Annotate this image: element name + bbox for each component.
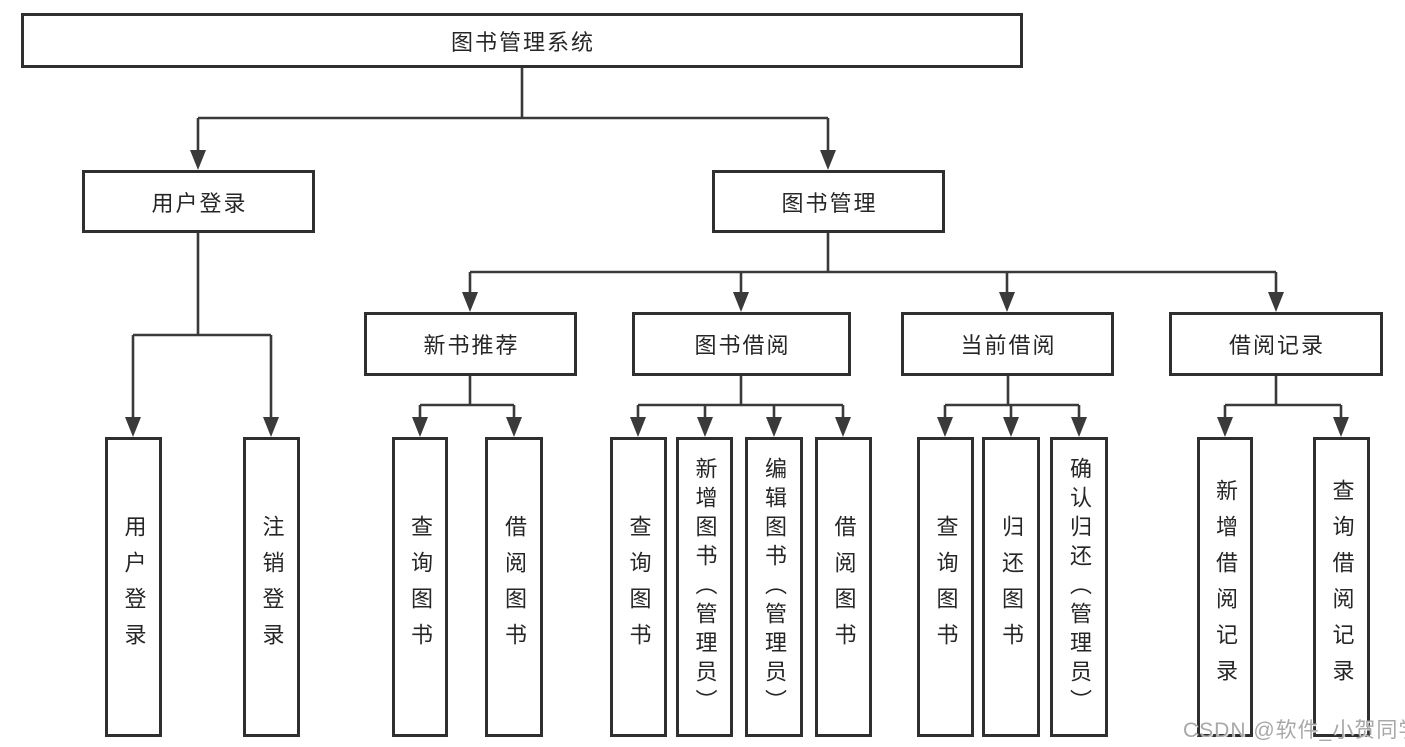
node-borrowing-records-label: 借阅记录: [1228, 333, 1325, 358]
leaf-current-query-book: 查询图书: [917, 437, 974, 737]
node-root: 图书管理系统: [21, 13, 1023, 68]
leaf-recommend-borrow-book: 借阅图书: [485, 437, 543, 737]
leaf-add-borrow-record-label: 新增借阅记录: [1213, 479, 1238, 695]
leaf-logout: 注销登录: [243, 437, 300, 737]
leaf-borrowing-query-book-label: 查询图书: [626, 515, 652, 659]
node-user-login-label: 用户登录: [151, 190, 248, 216]
leaf-return-book-label: 归还图书: [999, 515, 1024, 659]
leaf-confirm-return-admin: 确认归还（管理员）: [1050, 437, 1108, 737]
csdn-watermark: CSDN @软件_小贺同学: [1183, 719, 1405, 742]
leaf-logout-label: 注销登录: [259, 515, 285, 659]
leaf-current-query-book-label: 查询图书: [933, 515, 959, 659]
node-book-borrowing: 图书借阅: [632, 312, 851, 376]
leaf-query-borrow-record-label: 查询借阅记录: [1329, 479, 1355, 695]
node-current-borrowing-label: 当前借阅: [960, 333, 1057, 358]
node-root-label: 图书管理系统: [450, 29, 595, 55]
leaf-add-borrow-record: 新增借阅记录: [1197, 437, 1253, 737]
leaf-return-book: 归还图书: [982, 437, 1040, 737]
leaf-recommend-query-book: 查询图书: [392, 437, 448, 737]
node-user-login: 用户登录: [82, 170, 315, 233]
node-book-management: 图书管理: [712, 170, 945, 233]
leaf-add-book-admin: 新增图书（管理员）: [676, 437, 733, 737]
leaf-user-login-label: 用户登录: [121, 515, 147, 659]
leaf-confirm-return-admin-label: 确认归还（管理员）: [1067, 456, 1092, 718]
node-current-borrowing: 当前借阅: [901, 312, 1114, 376]
leaf-add-book-admin-label: 新增图书（管理员）: [692, 456, 718, 718]
node-new-book-recommend-label: 新书推荐: [423, 333, 520, 358]
leaf-borrowing-borrow-book: 借阅图书: [815, 437, 872, 737]
node-book-borrowing-label: 图书借阅: [694, 333, 791, 358]
node-new-book-recommend: 新书推荐: [364, 312, 577, 376]
leaf-edit-book-admin: 编辑图书（管理员）: [745, 437, 803, 737]
leaf-recommend-query-book-label: 查询图书: [408, 515, 433, 659]
leaf-edit-book-admin-label: 编辑图书（管理员）: [762, 456, 787, 718]
node-borrowing-records: 借阅记录: [1169, 312, 1383, 376]
leaf-query-borrow-record: 查询借阅记录: [1313, 437, 1370, 737]
node-book-management-label: 图书管理: [781, 190, 878, 216]
leaf-borrowing-borrow-book-label: 借阅图书: [831, 515, 857, 659]
leaf-borrowing-query-book: 查询图书: [610, 437, 667, 737]
leaf-user-login: 用户登录: [105, 437, 162, 737]
leaf-recommend-borrow-book-label: 借阅图书: [502, 515, 527, 659]
